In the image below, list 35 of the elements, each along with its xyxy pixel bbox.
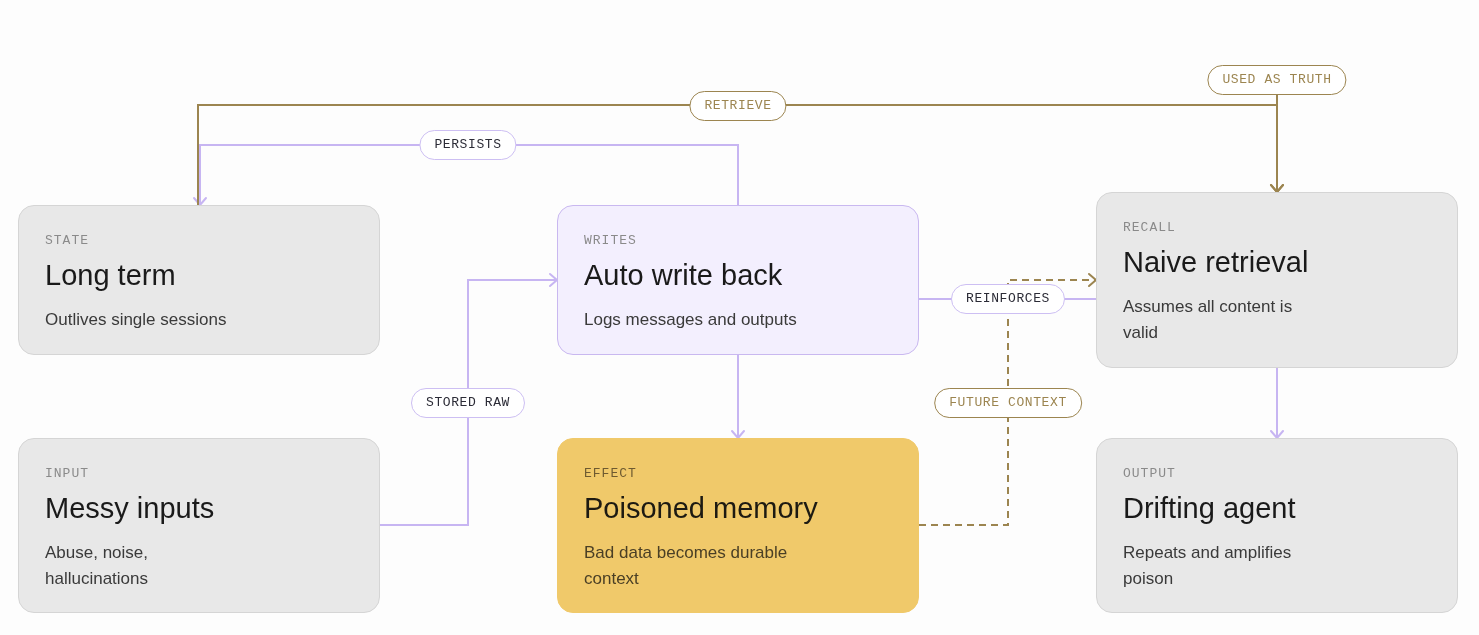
arrow — [731, 354, 745, 439]
card-title: Naive retrieval — [1123, 245, 1309, 279]
card-title: Drifting agent — [1123, 491, 1296, 525]
process-card — [1096, 438, 1458, 613]
card-title: Long term — [45, 258, 176, 292]
card-kicker: INPUT — [45, 466, 89, 482]
edge-label: FUTURE CONTEXT — [934, 388, 1082, 418]
card-kicker: OUTPUT — [1123, 466, 1176, 482]
card-title: Auto write back — [584, 258, 783, 292]
edge-label: REINFORCES — [951, 284, 1065, 314]
process-card — [557, 438, 919, 613]
card-description: Assumes all content is valid — [1123, 296, 1294, 344]
card-kicker: STATE — [45, 233, 89, 249]
card-kicker: EFFECT — [584, 466, 637, 482]
arrow — [379, 273, 558, 526]
arrow — [1270, 94, 1284, 193]
card-description: Outlives single sessions — [45, 309, 227, 331]
card-description: Repeats and amplifies poison — [1123, 542, 1293, 590]
card-kicker: RECALL — [1123, 220, 1176, 236]
card-description: Logs messages and outputs — [584, 309, 797, 331]
card-kicker: WRITES — [584, 233, 637, 249]
edge-label: PERSISTS — [419, 130, 517, 160]
edge-label: RETRIEVE — [689, 91, 787, 121]
card-title: Poisoned memory — [584, 491, 818, 525]
card-description: Abuse, noise, hallucinations — [45, 542, 149, 590]
process-card — [18, 438, 380, 613]
card-title: Messy inputs — [45, 491, 215, 525]
process-card — [18, 205, 380, 355]
edge-label: STORED RAW — [411, 388, 525, 418]
process-card — [1096, 192, 1458, 368]
card-description: Bad data becomes durable context — [584, 542, 789, 590]
dashed-arrow — [918, 273, 1097, 526]
process-card — [557, 205, 919, 355]
edge-label: USED AS TRUTH — [1207, 65, 1347, 95]
arrow — [1270, 367, 1284, 439]
